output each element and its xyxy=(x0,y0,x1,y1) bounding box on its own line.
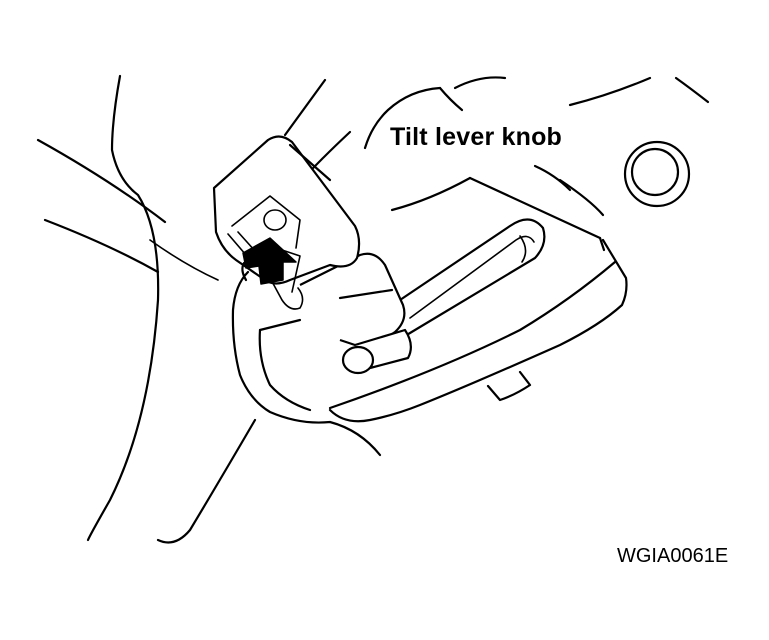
figure-id: WGIA0061E xyxy=(617,545,729,567)
tilt-lever xyxy=(299,252,412,375)
black-arrow-icon xyxy=(242,237,297,285)
round-knob-icon xyxy=(623,140,691,208)
column-cover xyxy=(283,76,710,423)
left-trim-outlines xyxy=(36,74,257,544)
lever-housing xyxy=(231,270,382,457)
tilt-lever-knob xyxy=(212,135,361,310)
lever-slot xyxy=(398,218,546,338)
callout-label-tilt-lever-knob: Tilt lever knob xyxy=(390,123,563,151)
